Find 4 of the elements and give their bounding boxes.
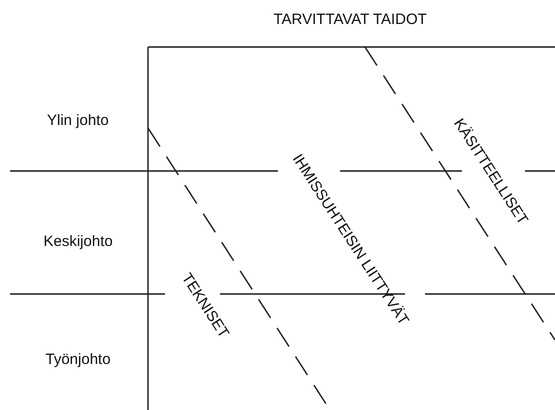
axis-title: TARVITTAVAT TAIDOT — [274, 11, 427, 29]
level-label: Työnjohto — [46, 351, 111, 369]
level-label: Ylin johto — [47, 112, 109, 130]
level-label: Keskijohto — [44, 233, 113, 251]
